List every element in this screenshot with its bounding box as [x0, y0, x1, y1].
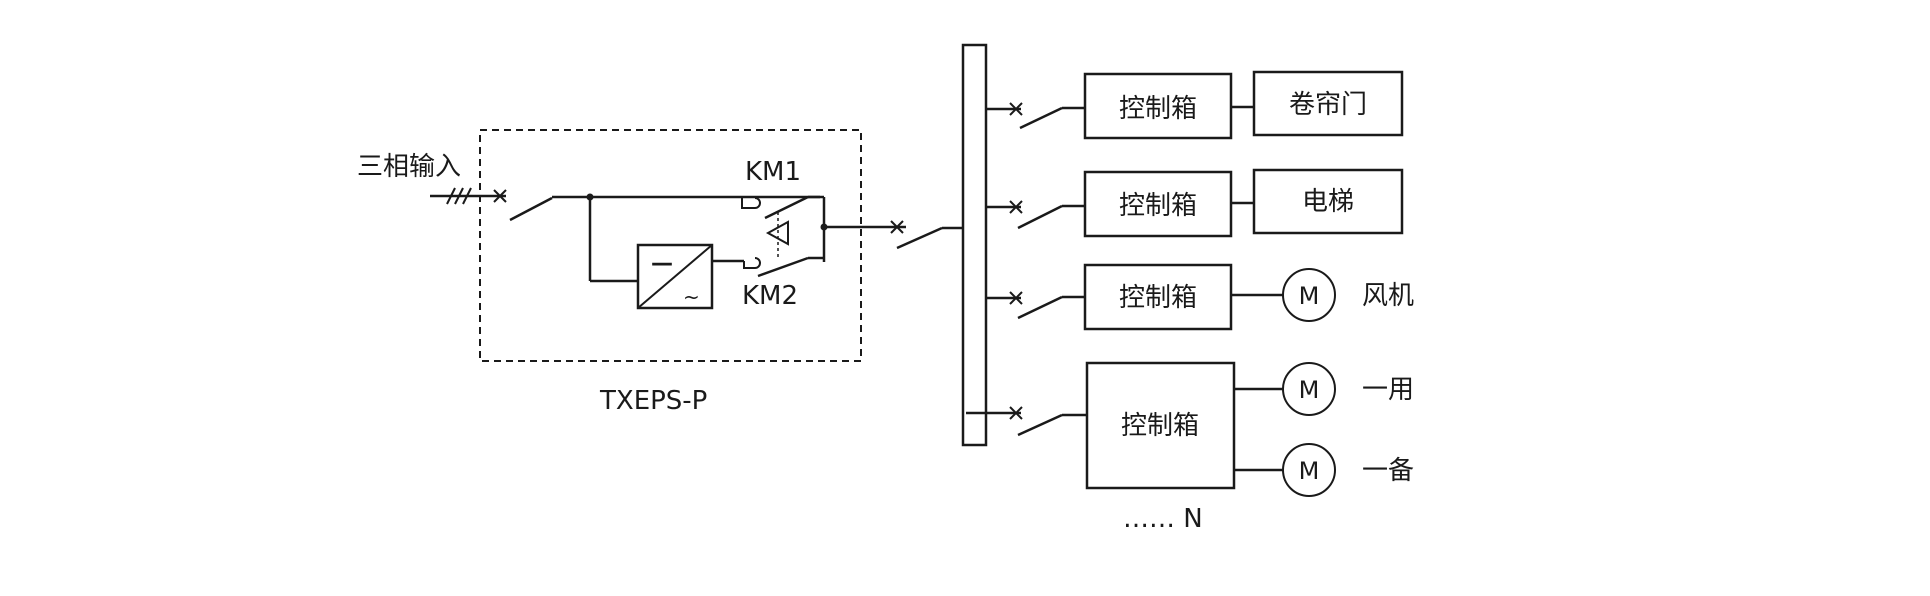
contactor-km2-label: KM2 — [742, 281, 798, 311]
eps-name: TXEPS-P — [599, 386, 707, 416]
motor-fan — [1282, 268, 1336, 322]
control-box-2-label: 控制箱 — [1119, 191, 1197, 221]
more-circuits-label: …… N — [1123, 504, 1203, 534]
control-box-3 — [1083, 263, 1233, 331]
contactor-km1-label: KM1 — [745, 157, 801, 187]
motor-standby-label: M — [1299, 457, 1320, 485]
load-elevator-box — [1252, 168, 1404, 235]
converter-ac-symbol: ~ — [683, 285, 700, 309]
eps-enclosure — [479, 129, 862, 362]
control-box-4 — [1085, 361, 1236, 490]
load-rolling-door-box — [1252, 70, 1404, 137]
branch-4-breaker — [966, 406, 1087, 437]
motor-duty-label: M — [1299, 376, 1320, 404]
branch-2-breaker — [986, 200, 1085, 230]
load-fan-label: 风机 — [1362, 281, 1414, 311]
inverter-box — [636, 243, 714, 310]
branch-1-breaker — [986, 102, 1085, 130]
load-rolling-door-label: 卷帘门 — [1289, 90, 1367, 120]
control-box-4-label: 控制箱 — [1121, 411, 1199, 441]
contactor-km1 — [741, 195, 824, 220]
contactor-km2 — [743, 256, 824, 278]
motor-standby — [1282, 443, 1336, 497]
interlock-symbol — [765, 212, 789, 257]
input-line — [430, 187, 507, 205]
main-switch — [509, 193, 820, 222]
load-standby-label: 一备 — [1362, 456, 1414, 486]
branch-3-breaker — [986, 291, 1085, 320]
busbar — [961, 43, 988, 447]
motor-duty — [1282, 362, 1336, 416]
control-box-1-label: 控制箱 — [1119, 94, 1197, 124]
motor-fan-label: M — [1299, 282, 1320, 310]
control-box-3-label: 控制箱 — [1119, 283, 1197, 313]
converter-dc-symbol: — — [651, 251, 673, 276]
converter-branch — [588, 197, 744, 283]
input-label: 三相输入 — [357, 152, 461, 182]
load-elevator-label: 电梯 — [1302, 187, 1354, 217]
load-duty-label: 一用 — [1362, 375, 1414, 405]
eps-output — [820, 197, 963, 262]
